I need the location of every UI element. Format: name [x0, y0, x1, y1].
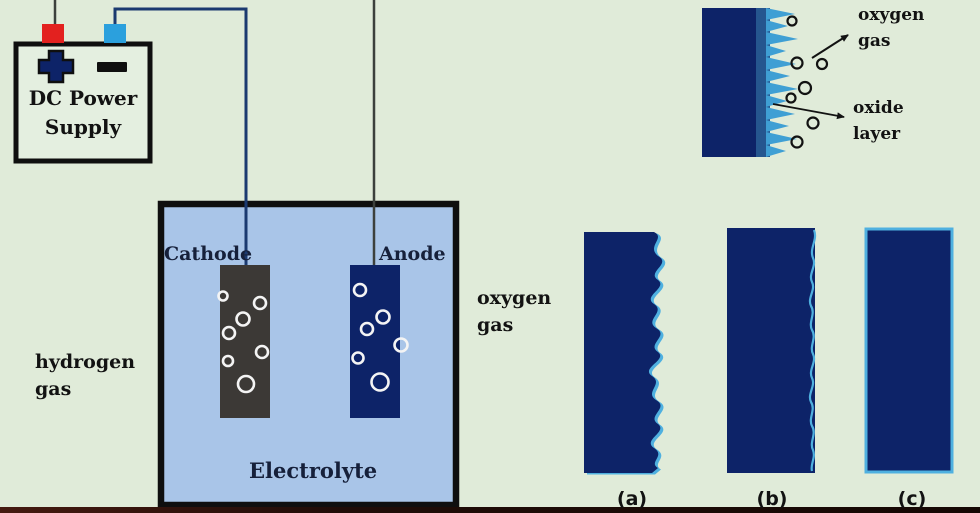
panel-a-shape	[584, 232, 666, 475]
power-supply-label-line2: Supply	[44, 115, 122, 139]
hydrogen-gas-line2: gas	[35, 377, 72, 400]
oxygen-gas-arrow	[811, 34, 849, 59]
hydrogen-gas-label: hydrogen gas	[35, 349, 135, 403]
closeup-oxide-layer-label: oxide layer	[853, 96, 904, 147]
electrolyte-label: Electrolyte	[249, 458, 378, 483]
anode-bubbles	[351, 282, 409, 392]
cathode-rod	[220, 265, 270, 418]
plus-symbol-icon	[37, 49, 75, 84]
panel-c-label: (c)	[897, 488, 927, 510]
positive-terminal	[42, 24, 64, 43]
oxide-spikes	[766, 8, 798, 157]
anode-label: Anode	[379, 243, 446, 265]
oxygen-gas-line2: gas	[477, 313, 514, 336]
oxygen-gas-label: oxygen gas	[477, 285, 551, 339]
closeup-oxygen-gas-label: oxygen gas	[858, 3, 924, 54]
oxide-layer-arrow	[772, 103, 845, 120]
panel-a-label: (a)	[616, 488, 648, 510]
cathode-wire	[113, 7, 248, 266]
anode-rod	[350, 265, 400, 418]
negative-terminal	[104, 24, 126, 43]
cathode-label: Cathode	[164, 243, 253, 265]
bottom-border	[0, 507, 980, 513]
closeup-oxide-layer-line2: layer	[853, 123, 901, 144]
minus-symbol-icon	[97, 62, 127, 72]
closeup-oxide-layer-line1: oxide	[853, 98, 904, 118]
panel-c-shape	[864, 227, 954, 474]
power-supply-label: DC Power Supply	[16, 84, 150, 142]
cathode-bubbles	[217, 290, 270, 394]
panel-b-shape	[727, 228, 817, 473]
power-supply-label-line1: DC Power	[28, 86, 138, 110]
hydrogen-gas-line1: hydrogen	[35, 351, 136, 373]
electrolyte-tank	[157, 200, 460, 509]
closeup-oxygen-bubbles	[785, 15, 829, 149]
closeup-oxygen-gas-line2: gas	[858, 30, 891, 51]
closeup-oxygen-gas-line1: oxygen	[858, 5, 925, 25]
panel-b-label: (b)	[756, 488, 788, 510]
oxygen-gas-line1: oxygen	[477, 287, 552, 309]
